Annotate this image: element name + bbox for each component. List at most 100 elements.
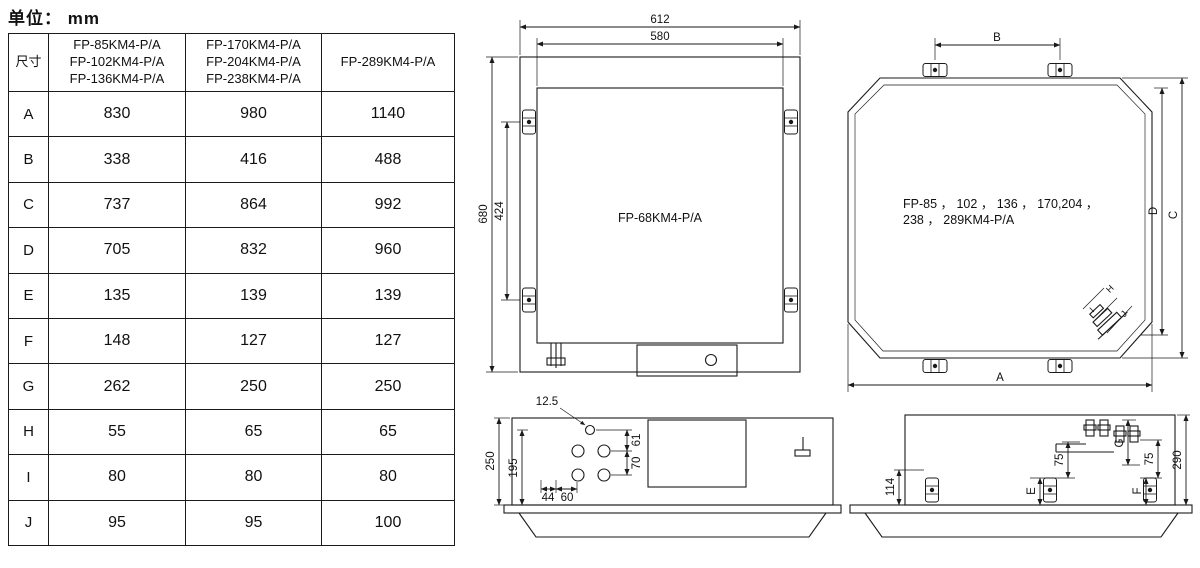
dim-114: 114 — [885, 477, 897, 496]
value-cell: 139 — [321, 272, 455, 319]
mid-top-view: 612 580 680 424 FP-68KM4-P/A — [478, 14, 801, 377]
model-name: FP-136KM4-P/A — [69, 70, 165, 86]
table-corner-header: 尺寸 — [8, 33, 49, 92]
dim-C: C — [1168, 211, 1180, 219]
value-cell: 980 — [185, 90, 322, 138]
table-row: E 135 139 139 — [8, 272, 455, 319]
right-top-view: B D C A FP-85 ， 102 ， 136 ， 170,204 ， 23… — [847, 32, 1188, 392]
dim-75-second: 75 — [1144, 453, 1156, 466]
value-cell: 250 — [321, 363, 455, 410]
pipe-unions — [1055, 419, 1141, 453]
value-cell: 127 — [185, 317, 322, 365]
table-header-row: 尺寸 FP-85KM4-P/A FP-102KM4-P/A FP-136KM4-… — [8, 33, 455, 92]
ceiling-panel — [503, 504, 842, 538]
dim-label: G — [8, 363, 49, 410]
dim-F: F — [1132, 487, 1144, 494]
value-cell: 1140 — [321, 90, 455, 138]
hanger-bracket-icon — [1143, 477, 1157, 503]
value-cell: 864 — [185, 181, 322, 229]
hanger-bracket-icon — [1047, 359, 1073, 373]
dim-580: 580 — [650, 31, 669, 43]
model-label-small: FP-68KM4-P/A — [618, 211, 703, 225]
table-row: J 95 95 100 — [8, 499, 455, 547]
dim-label: E — [8, 272, 49, 319]
dim-B: B — [993, 32, 1001, 44]
dim-label: C — [8, 181, 49, 229]
dim-H: H — [1104, 283, 1116, 295]
dim-612: 612 — [650, 14, 669, 26]
value-cell: 80 — [321, 454, 455, 501]
unit-body — [536, 87, 784, 344]
dim-A: A — [996, 372, 1004, 384]
value-cell: 80 — [185, 454, 322, 501]
value-cell: 830 — [48, 90, 186, 138]
value-cell: 139 — [185, 272, 322, 319]
dim-label: I — [8, 454, 49, 501]
dim-G: G — [1114, 438, 1126, 447]
column-header-group1: FP-85KM4-P/A FP-102KM4-P/A FP-136KM4-P/A — [48, 33, 186, 92]
hanger-bracket-icon — [922, 359, 948, 373]
dim-D: D — [1148, 207, 1160, 215]
value-cell: 55 — [48, 408, 186, 456]
dim-290: 290 — [1172, 450, 1184, 469]
model-name: FP-204KM4-P/A — [206, 54, 301, 70]
hanger-bracket-icon — [925, 477, 939, 503]
dim-J: J — [1119, 309, 1129, 319]
value-cell: 416 — [185, 136, 322, 183]
value-cell: 65 — [321, 408, 455, 456]
pipe-connection-detail: H I J — [1082, 283, 1133, 340]
model-label-large-line2: 238 ， 289KM4-P/A — [903, 213, 1015, 227]
model-name: FP-289KM4-P/A — [340, 54, 436, 70]
table-row: B 338 416 488 — [8, 136, 455, 183]
dim-I: I — [1087, 305, 1096, 314]
value-cell: 127 — [321, 317, 455, 365]
hanger-bracket-icon — [1047, 63, 1073, 77]
column-header-group2: FP-170KM4-P/A FP-204KM4-P/A FP-238KM4-P/… — [185, 33, 322, 92]
value-cell: 488 — [321, 136, 455, 183]
unit-label: 单位： mm — [8, 9, 100, 28]
dim-60: 60 — [561, 492, 574, 504]
hanger-bracket-icon — [522, 109, 536, 135]
value-cell: 135 — [48, 272, 186, 319]
technical-drawings: 612 580 680 424 FP-68KM4-P/A — [478, 14, 1193, 538]
dim-label: A — [8, 90, 49, 138]
value-cell: 262 — [48, 363, 186, 410]
table-row: I 80 80 80 — [8, 454, 455, 501]
hanger-bracket-icon — [784, 109, 798, 135]
dimensions-table: 尺寸 FP-85KM4-P/A FP-102KM4-P/A FP-136KM4-… — [8, 33, 455, 547]
column-header-group3: FP-289KM4-P/A — [321, 33, 455, 92]
hanger-bracket-icon — [922, 63, 948, 77]
value-cell: 148 — [48, 317, 186, 365]
value-cell: 705 — [48, 227, 186, 274]
value-cell: 832 — [185, 227, 322, 274]
ceiling-panel-large — [849, 504, 1193, 538]
value-cell: 338 — [48, 136, 186, 183]
dim-E: E — [1026, 487, 1038, 495]
hanger-bracket-icon — [1043, 477, 1057, 503]
hanger-bracket-icon — [784, 287, 798, 313]
electric-box — [647, 419, 747, 488]
dim-250: 250 — [485, 451, 497, 470]
dim-label: J — [8, 499, 49, 547]
outer-frame — [519, 56, 801, 373]
unit-body-octagon — [847, 77, 1153, 359]
dim-195: 195 — [508, 458, 520, 477]
value-cell: 992 — [321, 181, 455, 229]
pipe-holes — [571, 424, 611, 482]
model-name: FP-238KM4-P/A — [206, 70, 301, 86]
value-cell: 95 — [185, 499, 322, 547]
mid-front-view: 12.5 61 70 250 195 44 60 — [485, 396, 842, 538]
hanger-bracket-icon — [522, 287, 536, 313]
value-cell: 250 — [185, 363, 322, 410]
value-cell: 100 — [321, 499, 455, 547]
value-cell: 65 — [185, 408, 322, 456]
table-row: F 148 127 127 — [8, 317, 455, 365]
value-cell: 960 — [321, 227, 455, 274]
dim-424: 424 — [494, 201, 506, 221]
dim-label: F — [8, 317, 49, 365]
table-row: A 830 980 1140 — [8, 90, 455, 138]
dim-label: D — [8, 227, 49, 274]
dim-70: 70 — [631, 457, 643, 470]
table-row: D 705 832 960 — [8, 227, 455, 274]
